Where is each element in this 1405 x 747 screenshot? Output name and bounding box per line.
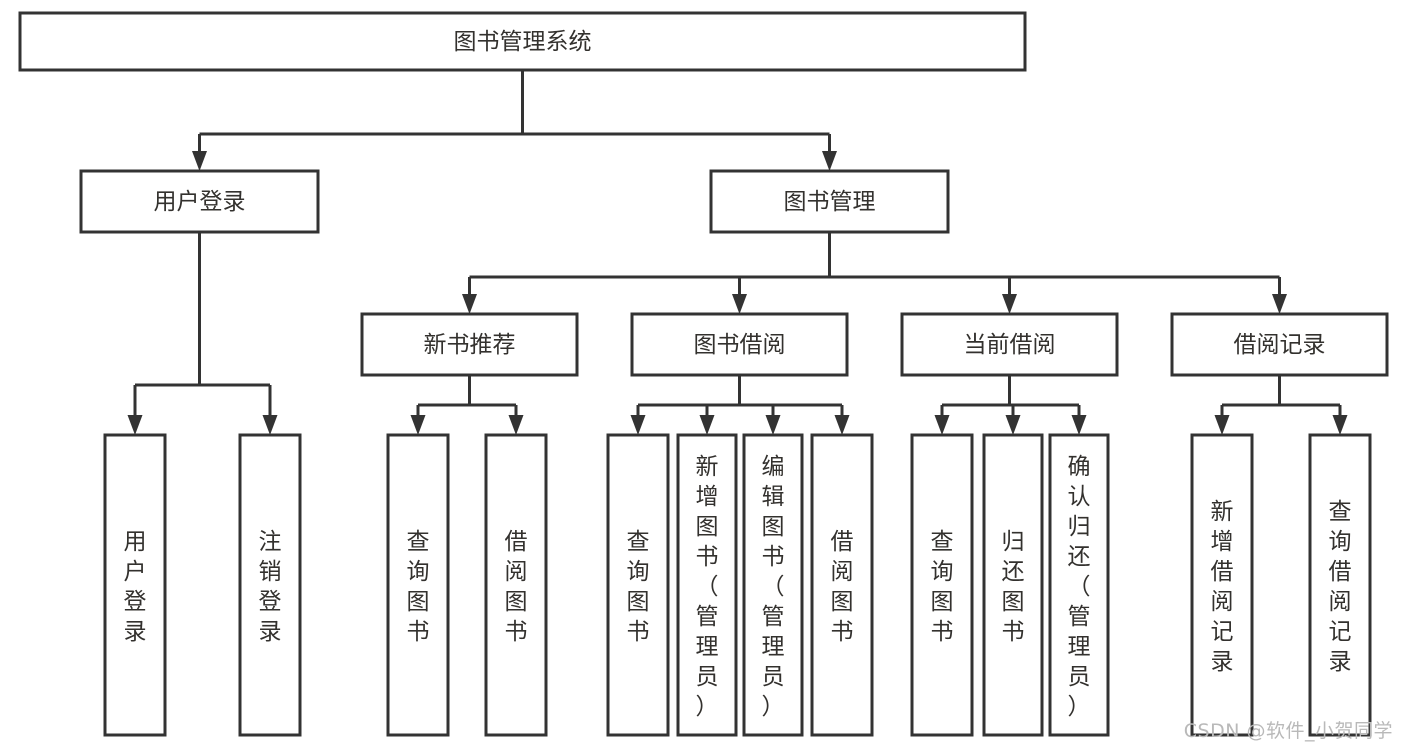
node-box[interactable]: [910, 433, 974, 737]
edge-group-user-login: [127, 232, 278, 435]
edge-group-root: [192, 70, 837, 171]
node-leaf-record-query[interactable]: 查询借阅记录: [1308, 433, 1372, 737]
arrow-head-icon: [462, 294, 477, 314]
node-label: 查询图书: [931, 529, 954, 645]
edge-group-book-borrow: [630, 375, 850, 435]
node-leaf-rec-borrow[interactable]: 借阅图书: [484, 433, 548, 737]
node-box[interactable]: [79, 169, 320, 234]
edge-group-new-book-rec: [410, 375, 524, 435]
arrow-head-icon: [822, 151, 837, 171]
node-root[interactable]: 图书管理系统: [18, 11, 1027, 72]
arrow-head-icon: [192, 151, 207, 171]
arrow-head-icon: [934, 415, 950, 435]
node-box[interactable]: [900, 312, 1119, 377]
node-current-borrow[interactable]: 当前借阅: [900, 312, 1119, 377]
node-box[interactable]: [1190, 433, 1254, 737]
arrow-head-icon: [410, 415, 426, 435]
node-book-borrow[interactable]: 图书借阅: [630, 312, 849, 377]
node-box[interactable]: [1170, 312, 1389, 377]
node-box[interactable]: [1308, 433, 1372, 737]
node-box[interactable]: [630, 312, 849, 377]
node-label: 图书管理: [784, 189, 876, 215]
arrow-head-icon: [1214, 415, 1230, 435]
node-label: 用户登录: [124, 529, 147, 645]
node-box[interactable]: [386, 433, 450, 737]
node-leaf-current-return[interactable]: 归还图书: [982, 433, 1044, 737]
node-label: 查询图书: [627, 529, 650, 645]
node-box[interactable]: [1048, 433, 1110, 737]
arrow-head-icon: [127, 415, 143, 435]
arrow-head-icon: [1005, 415, 1021, 435]
arrow-head-icon: [1272, 294, 1287, 314]
node-label: 查询借阅记录: [1329, 499, 1352, 675]
node-label: 新书推荐: [424, 332, 516, 358]
node-box[interactable]: [982, 433, 1044, 737]
node-label: 编辑图书（管理员）: [762, 454, 785, 720]
node-box[interactable]: [676, 433, 738, 737]
node-leaf-borrow-lend[interactable]: 借阅图书: [810, 433, 874, 737]
node-leaf-current-confirm[interactable]: 确认归还（管理员）: [1048, 433, 1110, 737]
arrow-head-icon: [1071, 415, 1087, 435]
arrow-head-icon: [732, 294, 747, 314]
arrow-head-icon: [765, 415, 781, 435]
node-label: 查询图书: [407, 529, 430, 645]
node-label: 图书管理系统: [454, 29, 592, 55]
node-box[interactable]: [810, 433, 874, 737]
node-leaf-user-login[interactable]: 用户登录: [103, 433, 167, 737]
node-label: 借阅图书: [505, 529, 528, 645]
edge-group-book-manage: [462, 232, 1287, 314]
edge-group-borrow-record: [1214, 375, 1348, 435]
node-label: 注销登录: [259, 529, 282, 645]
node-label: 用户登录: [154, 189, 246, 215]
node-label: 图书借阅: [694, 332, 786, 358]
node-label: 新增图书（管理员）: [696, 454, 719, 720]
node-label: 借阅图书: [831, 529, 854, 645]
node-leaf-borrow-add[interactable]: 新增图书（管理员）: [676, 433, 738, 737]
nodes-layer: 图书管理系统用户登录图书管理新书推荐图书借阅当前借阅借阅记录用户登录注销登录查询…: [18, 11, 1389, 737]
node-box[interactable]: [484, 433, 548, 737]
node-new-book-rec[interactable]: 新书推荐: [360, 312, 579, 377]
arrow-head-icon: [699, 415, 715, 435]
node-leaf-rec-query[interactable]: 查询图书: [386, 433, 450, 737]
node-label: 归还图书: [1002, 529, 1025, 645]
node-box[interactable]: [238, 433, 302, 737]
node-book-manage[interactable]: 图书管理: [709, 169, 950, 234]
arrow-head-icon: [1002, 294, 1017, 314]
node-leaf-record-add[interactable]: 新增借阅记录: [1190, 433, 1254, 737]
node-label: 借阅记录: [1234, 332, 1326, 358]
edges-layer: [127, 70, 1348, 435]
node-label: 新增借阅记录: [1211, 499, 1234, 675]
node-box[interactable]: [709, 169, 950, 234]
arrow-head-icon: [508, 415, 524, 435]
arrow-head-icon: [834, 415, 850, 435]
node-leaf-current-query[interactable]: 查询图书: [910, 433, 974, 737]
node-borrow-record[interactable]: 借阅记录: [1170, 312, 1389, 377]
node-box[interactable]: [606, 433, 670, 737]
node-box[interactable]: [360, 312, 579, 377]
edge-group-current-borrow: [934, 375, 1087, 435]
node-box[interactable]: [103, 433, 167, 737]
node-label: 确认归还（管理员）: [1068, 454, 1091, 720]
node-leaf-borrow-query[interactable]: 查询图书: [606, 433, 670, 737]
arrow-head-icon: [262, 415, 278, 435]
node-label: 当前借阅: [964, 332, 1056, 358]
arrow-head-icon: [630, 415, 646, 435]
node-user-login[interactable]: 用户登录: [79, 169, 320, 234]
node-box[interactable]: [18, 11, 1027, 72]
node-box[interactable]: [742, 433, 804, 737]
arrow-head-icon: [1332, 415, 1348, 435]
node-leaf-borrow-edit[interactable]: 编辑图书（管理员）: [742, 433, 804, 737]
node-leaf-user-logout[interactable]: 注销登录: [238, 433, 302, 737]
